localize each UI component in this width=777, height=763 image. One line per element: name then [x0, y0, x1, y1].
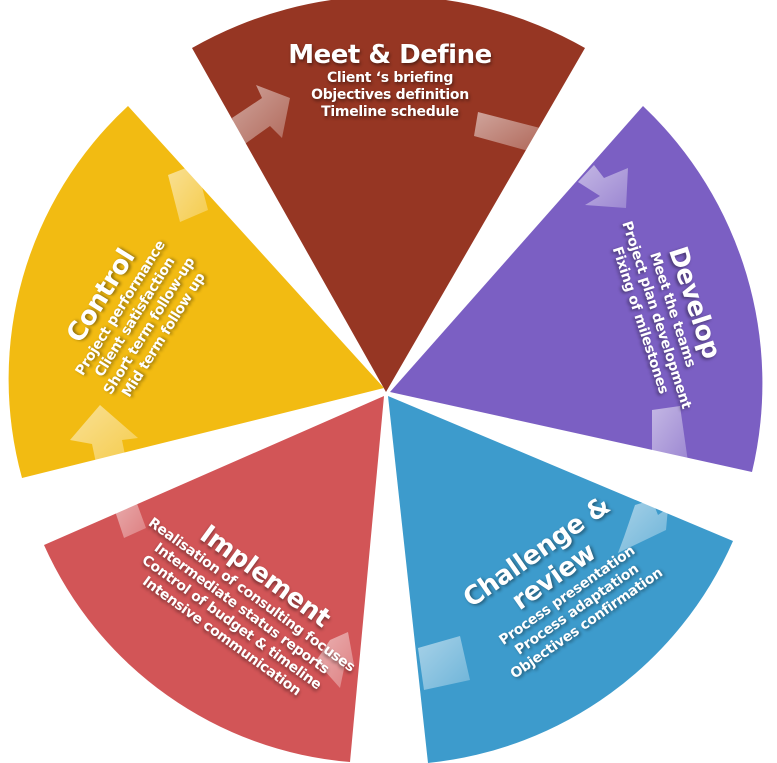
arrow-icon-challenge-in [618, 500, 668, 553]
segment-label-meet-define: Meet & Define Client ‘s briefing Objecti… [235, 40, 545, 121]
segment-item: Timeline schedule [321, 104, 459, 120]
segment-title-meet-define: Meet & Define [288, 40, 492, 70]
arrow-trail-control [168, 164, 208, 222]
wedge-meet-define [192, 0, 585, 392]
arrow-icon-control-in [70, 405, 138, 463]
arrow-trail-challenge [418, 636, 470, 690]
arrow-trail-implement [112, 490, 146, 538]
wedge-control [8, 106, 384, 478]
wedge-challenge-review [388, 396, 733, 763]
arrow-icon-implement-in [316, 632, 354, 688]
arrow-icon-develop-in [578, 165, 628, 208]
segment-item: Client ‘s briefing [326, 70, 454, 86]
wedge-develop [390, 106, 763, 472]
wedge-implement [44, 396, 384, 762]
arrow-icon-meet-in [232, 85, 290, 146]
segment-item: Objectives definition [311, 87, 469, 103]
arrow-trail-develop [652, 406, 688, 462]
arrow-trail-meet [474, 112, 540, 152]
